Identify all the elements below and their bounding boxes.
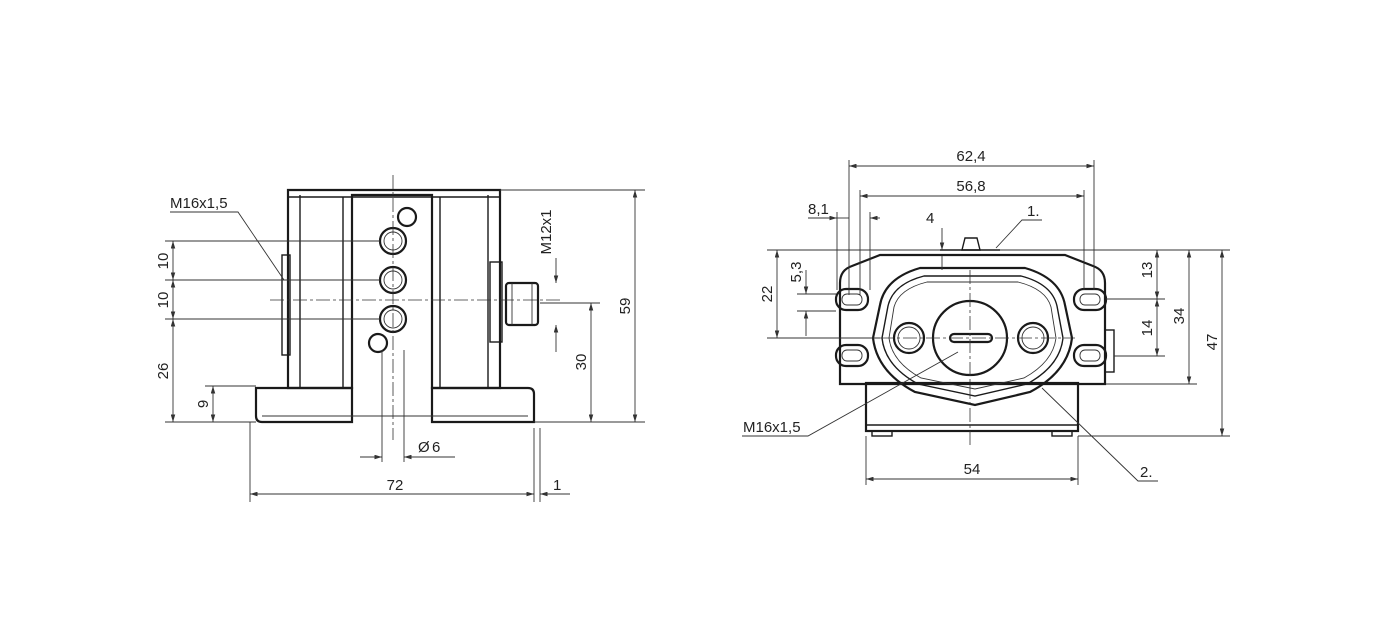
- dim-8-1: 8,1: [808, 201, 829, 218]
- slot-inner: [841, 349, 863, 362]
- callout-2: 2.: [1140, 464, 1153, 481]
- slot-inner: [1079, 293, 1101, 306]
- top-nub: [961, 237, 981, 251]
- dim-9: 9: [195, 400, 212, 408]
- dim-22: 22: [759, 286, 776, 303]
- dim-72: 72: [387, 477, 404, 494]
- callout-2-leader: [1041, 387, 1158, 482]
- thread-leader: [742, 351, 959, 437]
- mounting-slot: [834, 287, 870, 312]
- thread-leader: [170, 211, 285, 281]
- dim-34: 34: [1171, 308, 1188, 325]
- side-connector: [1104, 329, 1115, 373]
- lower-body: [864, 381, 1080, 433]
- foot: [871, 430, 893, 437]
- foot: [1051, 430, 1073, 437]
- dim-26: 26: [155, 363, 172, 380]
- diamond-flange-outer: [871, 266, 1074, 407]
- base-flange-right: [430, 386, 536, 424]
- small-hole: [367, 332, 389, 354]
- body-outline: [286, 188, 502, 390]
- dim-13: 13: [1139, 262, 1156, 279]
- mounting-flange: [838, 253, 1107, 386]
- left-thread-boss: [281, 254, 291, 356]
- right-front-view: 62,4 56,8 8,1 4 1. 22 5,3 13 14 34 47 M1…: [742, 148, 1230, 485]
- diameter-symbol: Ø: [418, 439, 430, 456]
- mounting-slot: [1072, 343, 1108, 368]
- slot-inner: [1079, 349, 1101, 362]
- callout-1: 1.: [1027, 203, 1040, 220]
- dim-47: 47: [1204, 334, 1221, 351]
- right-thread-label: M16x1,5: [743, 419, 801, 436]
- base-flange: [254, 386, 354, 424]
- callout-1-leader: [995, 219, 1042, 249]
- dim-10-lower: 10: [155, 292, 172, 309]
- connector-label: M12x1: [538, 209, 555, 254]
- dim-59: 59: [617, 298, 634, 315]
- dim-5-3: 5,3: [788, 262, 805, 283]
- dim-14: 14: [1139, 320, 1156, 337]
- small-hole: [396, 206, 418, 228]
- left-side-view: M16x1,5 10 10 26 9 M12x1 59 30 Ø 6 72 1: [155, 175, 645, 502]
- dim-diameter: 6: [432, 439, 440, 456]
- diamond-flange-inner: [881, 275, 1064, 397]
- dim-62-4: 62,4: [956, 148, 985, 165]
- mounting-slot: [1072, 287, 1108, 312]
- slot-inner: [841, 293, 863, 306]
- left-thread-label: M16x1,5: [170, 195, 228, 212]
- dim-56-8: 56,8: [956, 178, 985, 195]
- dim-30: 30: [573, 354, 590, 371]
- dim-54: 54: [964, 461, 981, 478]
- dim-10-upper: 10: [155, 253, 172, 270]
- dim-4: 4: [926, 210, 934, 227]
- diamond-flange-innermost: [888, 281, 1057, 390]
- dim-1: 1: [553, 477, 561, 494]
- m12-connector: [504, 281, 540, 327]
- mounting-slot: [834, 343, 870, 368]
- right-connector-base: [489, 261, 503, 343]
